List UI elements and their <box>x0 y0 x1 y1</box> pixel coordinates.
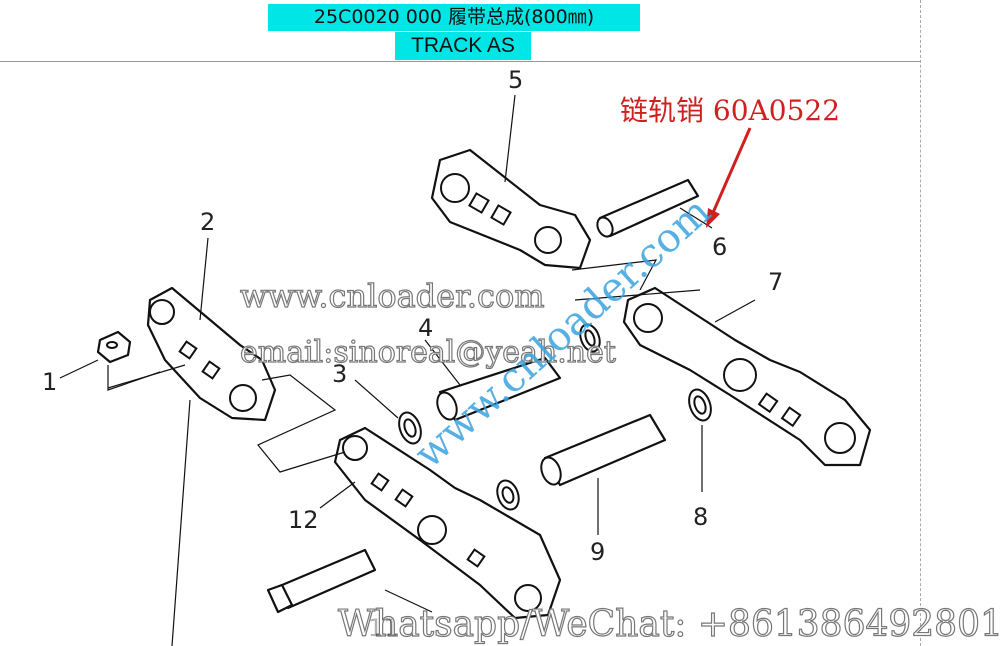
pin-annotation: 链轨销 60A0522 <box>620 94 840 127</box>
page-border <box>920 0 922 646</box>
leader-5 <box>504 94 516 183</box>
nut-part-1 <box>59 330 161 391</box>
callout-6: 6 <box>712 233 727 261</box>
callout-2: 2 <box>200 208 215 236</box>
callout-4: 4 <box>418 314 433 342</box>
page-title: 25C0020 000 履带总成(800㎜) <box>313 6 595 28</box>
link-part-12 <box>319 426 562 620</box>
header-divider <box>0 61 920 62</box>
pin-pointer-arrow <box>706 127 752 228</box>
callout-1: 1 <box>42 368 57 396</box>
callout-12: 12 <box>288 506 319 534</box>
watermark-web: www.cnloader.com <box>240 277 545 315</box>
link-part-5 <box>430 148 592 270</box>
watermark-email: email:sinoreal@yeah.net <box>240 335 616 370</box>
bushing-part-9 <box>540 413 667 535</box>
subtitle-highlight <box>395 32 531 60</box>
callout-5: 5 <box>508 66 523 94</box>
title-highlight <box>268 4 640 31</box>
callout-11: 11 <box>368 614 399 642</box>
seal-part-3 <box>354 379 422 445</box>
page-subtitle: TRACK AS <box>411 34 515 57</box>
seal-middle <box>496 479 520 511</box>
callout-7: 7 <box>768 268 783 296</box>
assembly-guides <box>107 259 701 473</box>
seal-upper <box>579 323 601 353</box>
callout-3: 3 <box>332 360 347 388</box>
callout-9: 9 <box>590 538 605 566</box>
link-part-7 <box>622 286 872 467</box>
seal-part-8 <box>688 388 712 492</box>
watermark-contact: Whatsapp/WeChat: +8613864928019 <box>338 604 1000 645</box>
callout-8: 8 <box>693 503 708 531</box>
link-part-2 <box>146 237 277 646</box>
bolt-part <box>266 548 433 614</box>
bushing-part-4 <box>424 339 562 422</box>
